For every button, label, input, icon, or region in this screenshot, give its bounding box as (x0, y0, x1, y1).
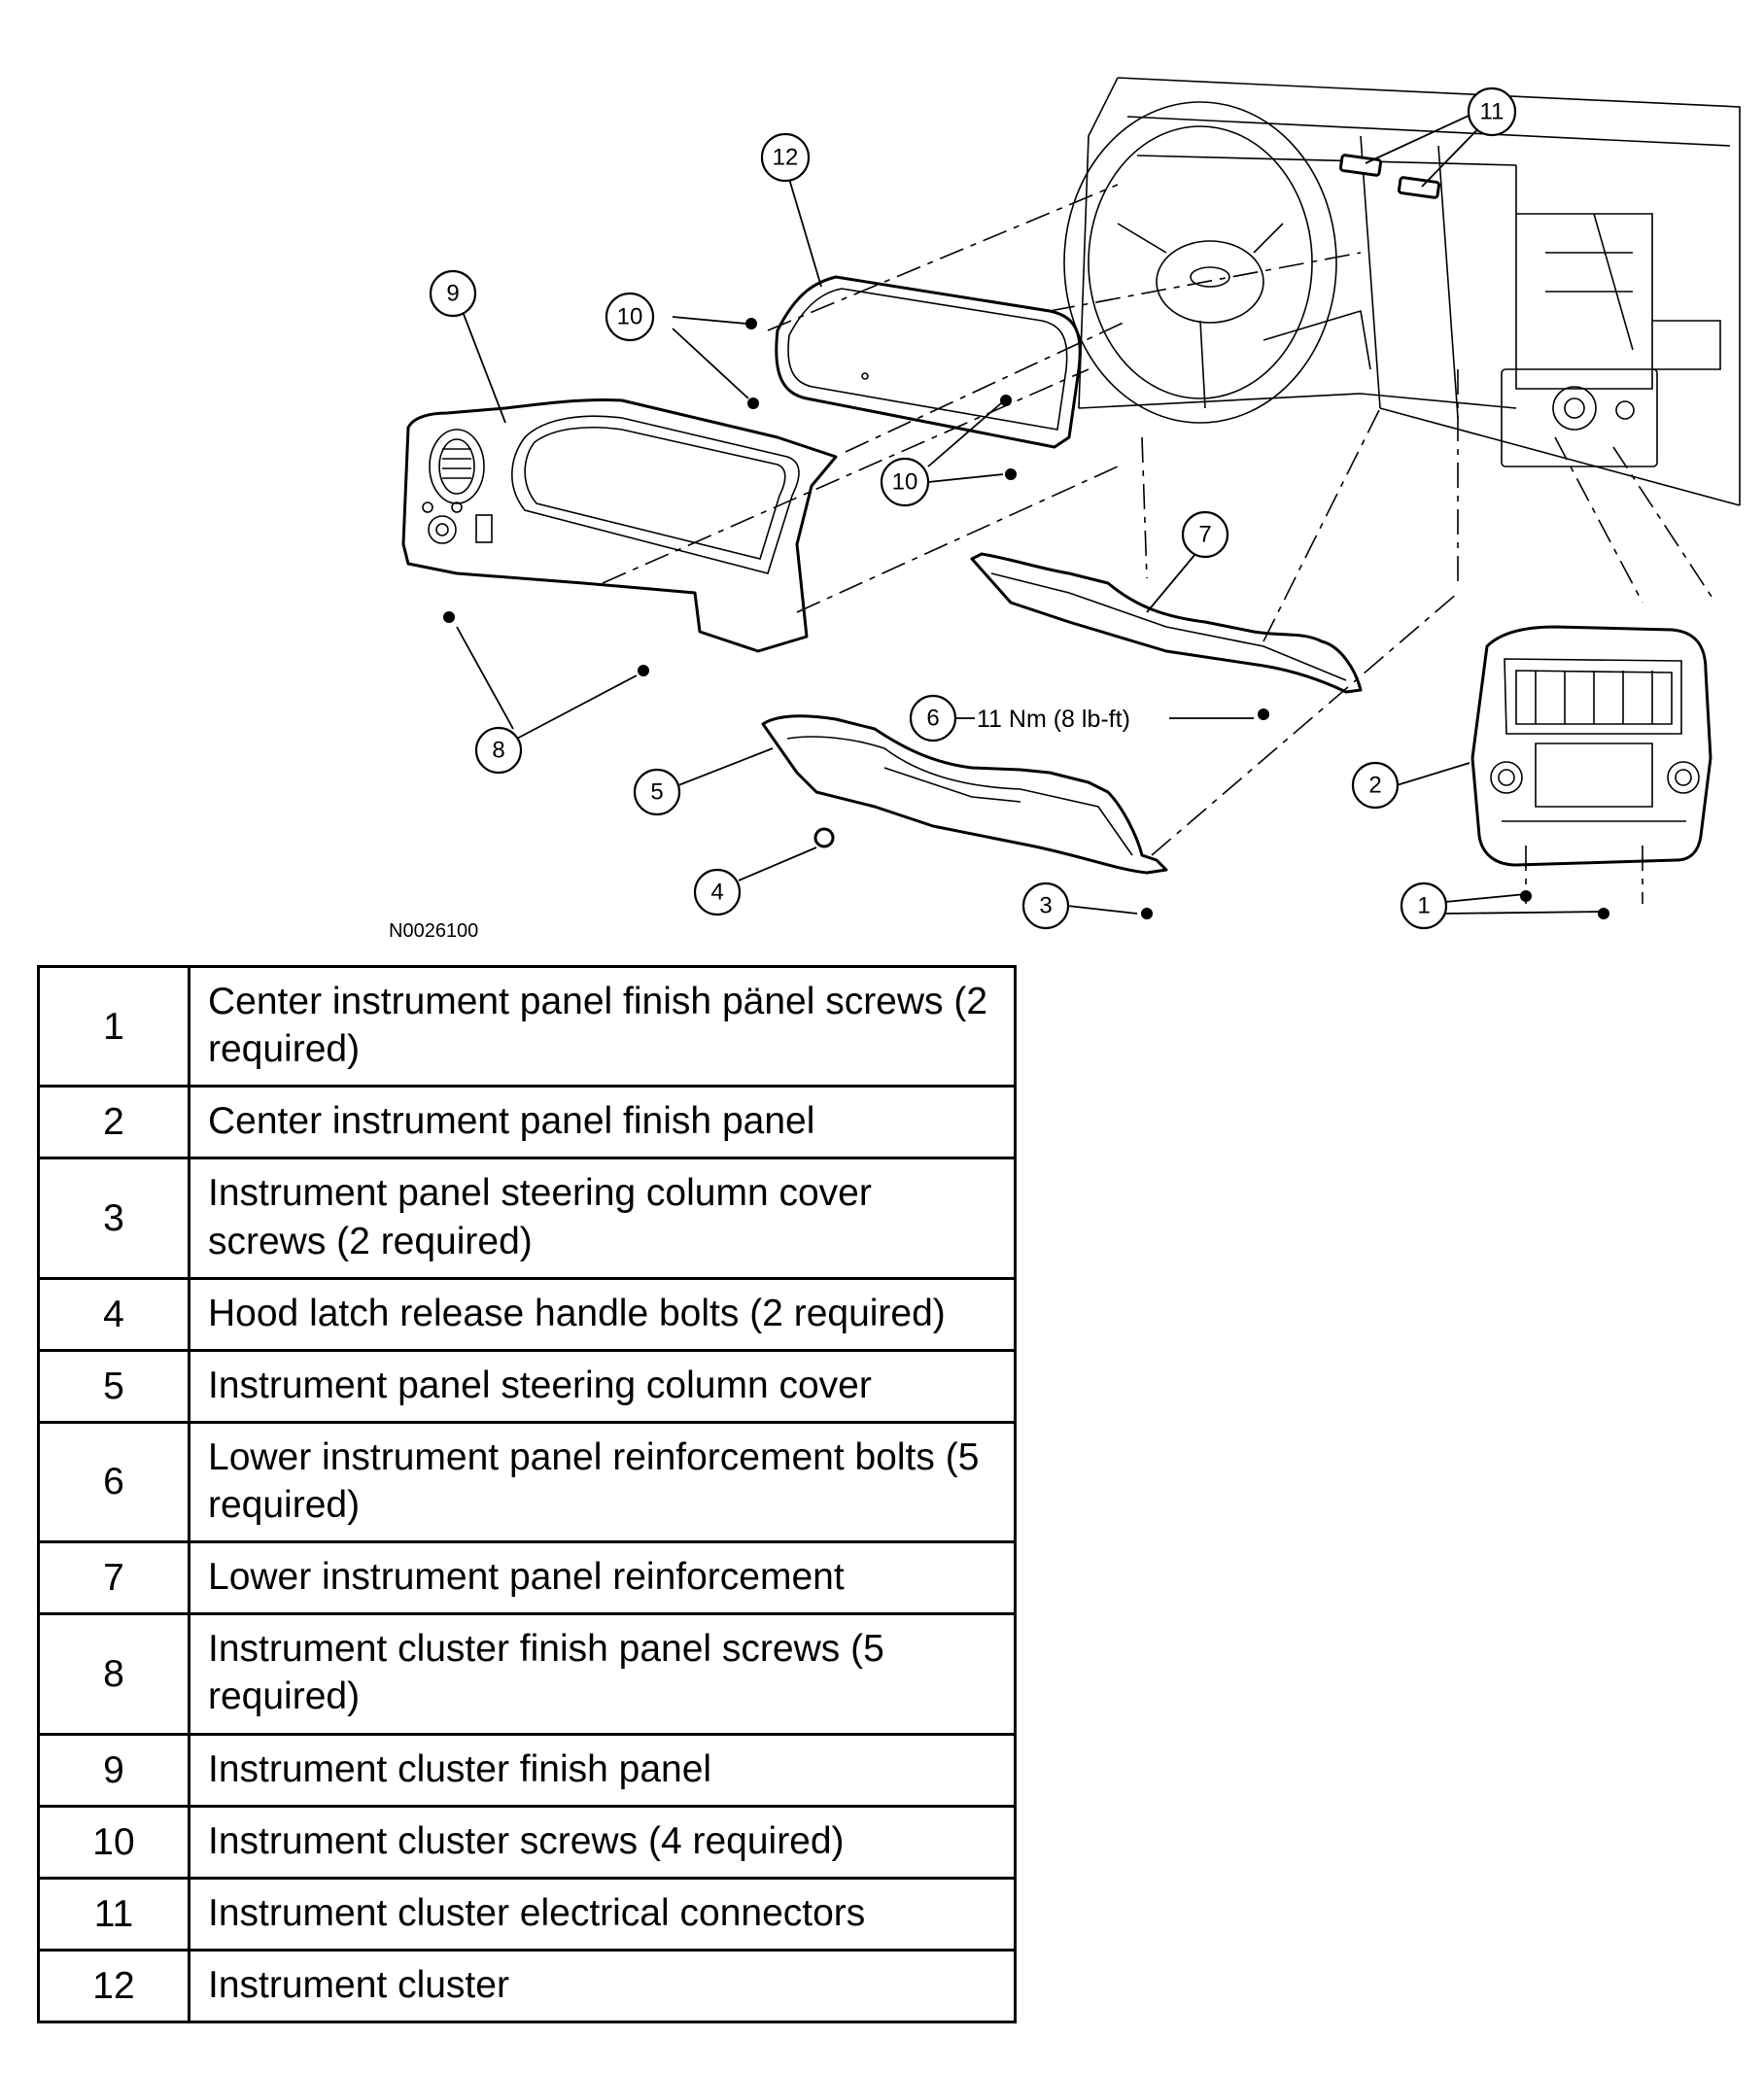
alignment-lines (602, 184, 1716, 904)
callout-10a: 10 (605, 292, 655, 342)
legend-item-number: 11 (37, 1876, 190, 1952)
callout-11: 11 (1467, 86, 1517, 137)
svg-text:10: 10 (892, 469, 918, 496)
instrument-cluster-part (775, 275, 1082, 449)
instrument-cluster-finish-panel-part (401, 398, 838, 653)
legend-item-number: 12 (37, 1948, 190, 2024)
torque-spec-label: 11 Nm (8 lb-ft) (977, 706, 1130, 733)
legend-item-description: Instrument cluster finish panel screws (… (188, 1612, 1017, 1736)
legend-item-number: 5 (37, 1348, 190, 1424)
legend-item-description: Instrument cluster electrical connectors (188, 1876, 1017, 1952)
svg-text:2: 2 (1368, 773, 1381, 799)
leader-lines (456, 104, 1605, 915)
legend-item-number: 10 (37, 1804, 190, 1880)
legend-item-number: 4 (37, 1276, 190, 1352)
callout-5: 5 (633, 768, 681, 816)
svg-text:6: 6 (926, 706, 939, 732)
svg-text:3: 3 (1039, 893, 1052, 919)
legend-item-description: Center instrument panel finish pänel scr… (188, 964, 1017, 1088)
dashboard-assembly (1063, 77, 1741, 506)
legend-item-description: Hood latch release handle bolts (2 requi… (188, 1276, 1017, 1352)
figure-id: N0026100 (389, 920, 479, 942)
legend-item-number: 1 (37, 964, 190, 1088)
svg-text:4: 4 (710, 880, 723, 906)
callout-10b: 10 (880, 457, 930, 507)
legend-item-description: Instrument cluster (188, 1948, 1017, 2024)
svg-text:10: 10 (617, 304, 643, 330)
svg-text:12: 12 (773, 145, 799, 171)
svg-text:11: 11 (1480, 99, 1505, 125)
callout-7: 7 (1181, 510, 1229, 559)
svg-text:8: 8 (492, 738, 504, 764)
callout-3: 3 (1021, 881, 1070, 930)
steering-column-cover-part (761, 714, 1168, 875)
callout-8: 8 (474, 726, 523, 775)
exploded-parts-diagram: 1 2 3 4 5 6 7 8 9 10 10 11 12 11 Nm (8 l… (401, 77, 1741, 930)
legend-item-description: Center instrument panel finish panel (188, 1085, 1017, 1160)
callout-6: 6 (909, 694, 957, 743)
svg-text:7: 7 (1198, 522, 1211, 548)
center-finish-panel-part (1470, 625, 1712, 867)
callout-4: 4 (693, 868, 742, 916)
legend-item-description: Instrument panel steering column cover s… (188, 1157, 1017, 1280)
legend-item-description: Lower instrument panel reinforcement (188, 1540, 1017, 1616)
legend-item-description: Lower instrument panel reinforcement bol… (188, 1420, 1017, 1544)
callout-12: 12 (760, 132, 811, 183)
svg-text:5: 5 (650, 779, 663, 806)
legend-item-description: Instrument panel steering column cover (188, 1348, 1017, 1424)
legend-item-description: Instrument cluster finish panel (188, 1732, 1017, 1808)
legend-item-number: 8 (37, 1612, 190, 1736)
legend-item-number: 7 (37, 1540, 190, 1616)
svg-text:9: 9 (446, 281, 459, 307)
legend-item-description: Instrument cluster screws (4 required) (188, 1804, 1017, 1880)
legend-item-number: 3 (37, 1157, 190, 1280)
callout-2: 2 (1351, 761, 1400, 810)
lower-instrument-panel-reinforcement-part (970, 552, 1363, 694)
legend-item-number: 2 (37, 1085, 190, 1160)
legend-item-number: 6 (37, 1420, 190, 1544)
fasteners (443, 318, 1609, 919)
callout-9: 9 (429, 269, 477, 318)
legend-item-number: 9 (37, 1732, 190, 1808)
svg-text:1: 1 (1417, 893, 1430, 919)
callout-1: 1 (1400, 881, 1448, 930)
